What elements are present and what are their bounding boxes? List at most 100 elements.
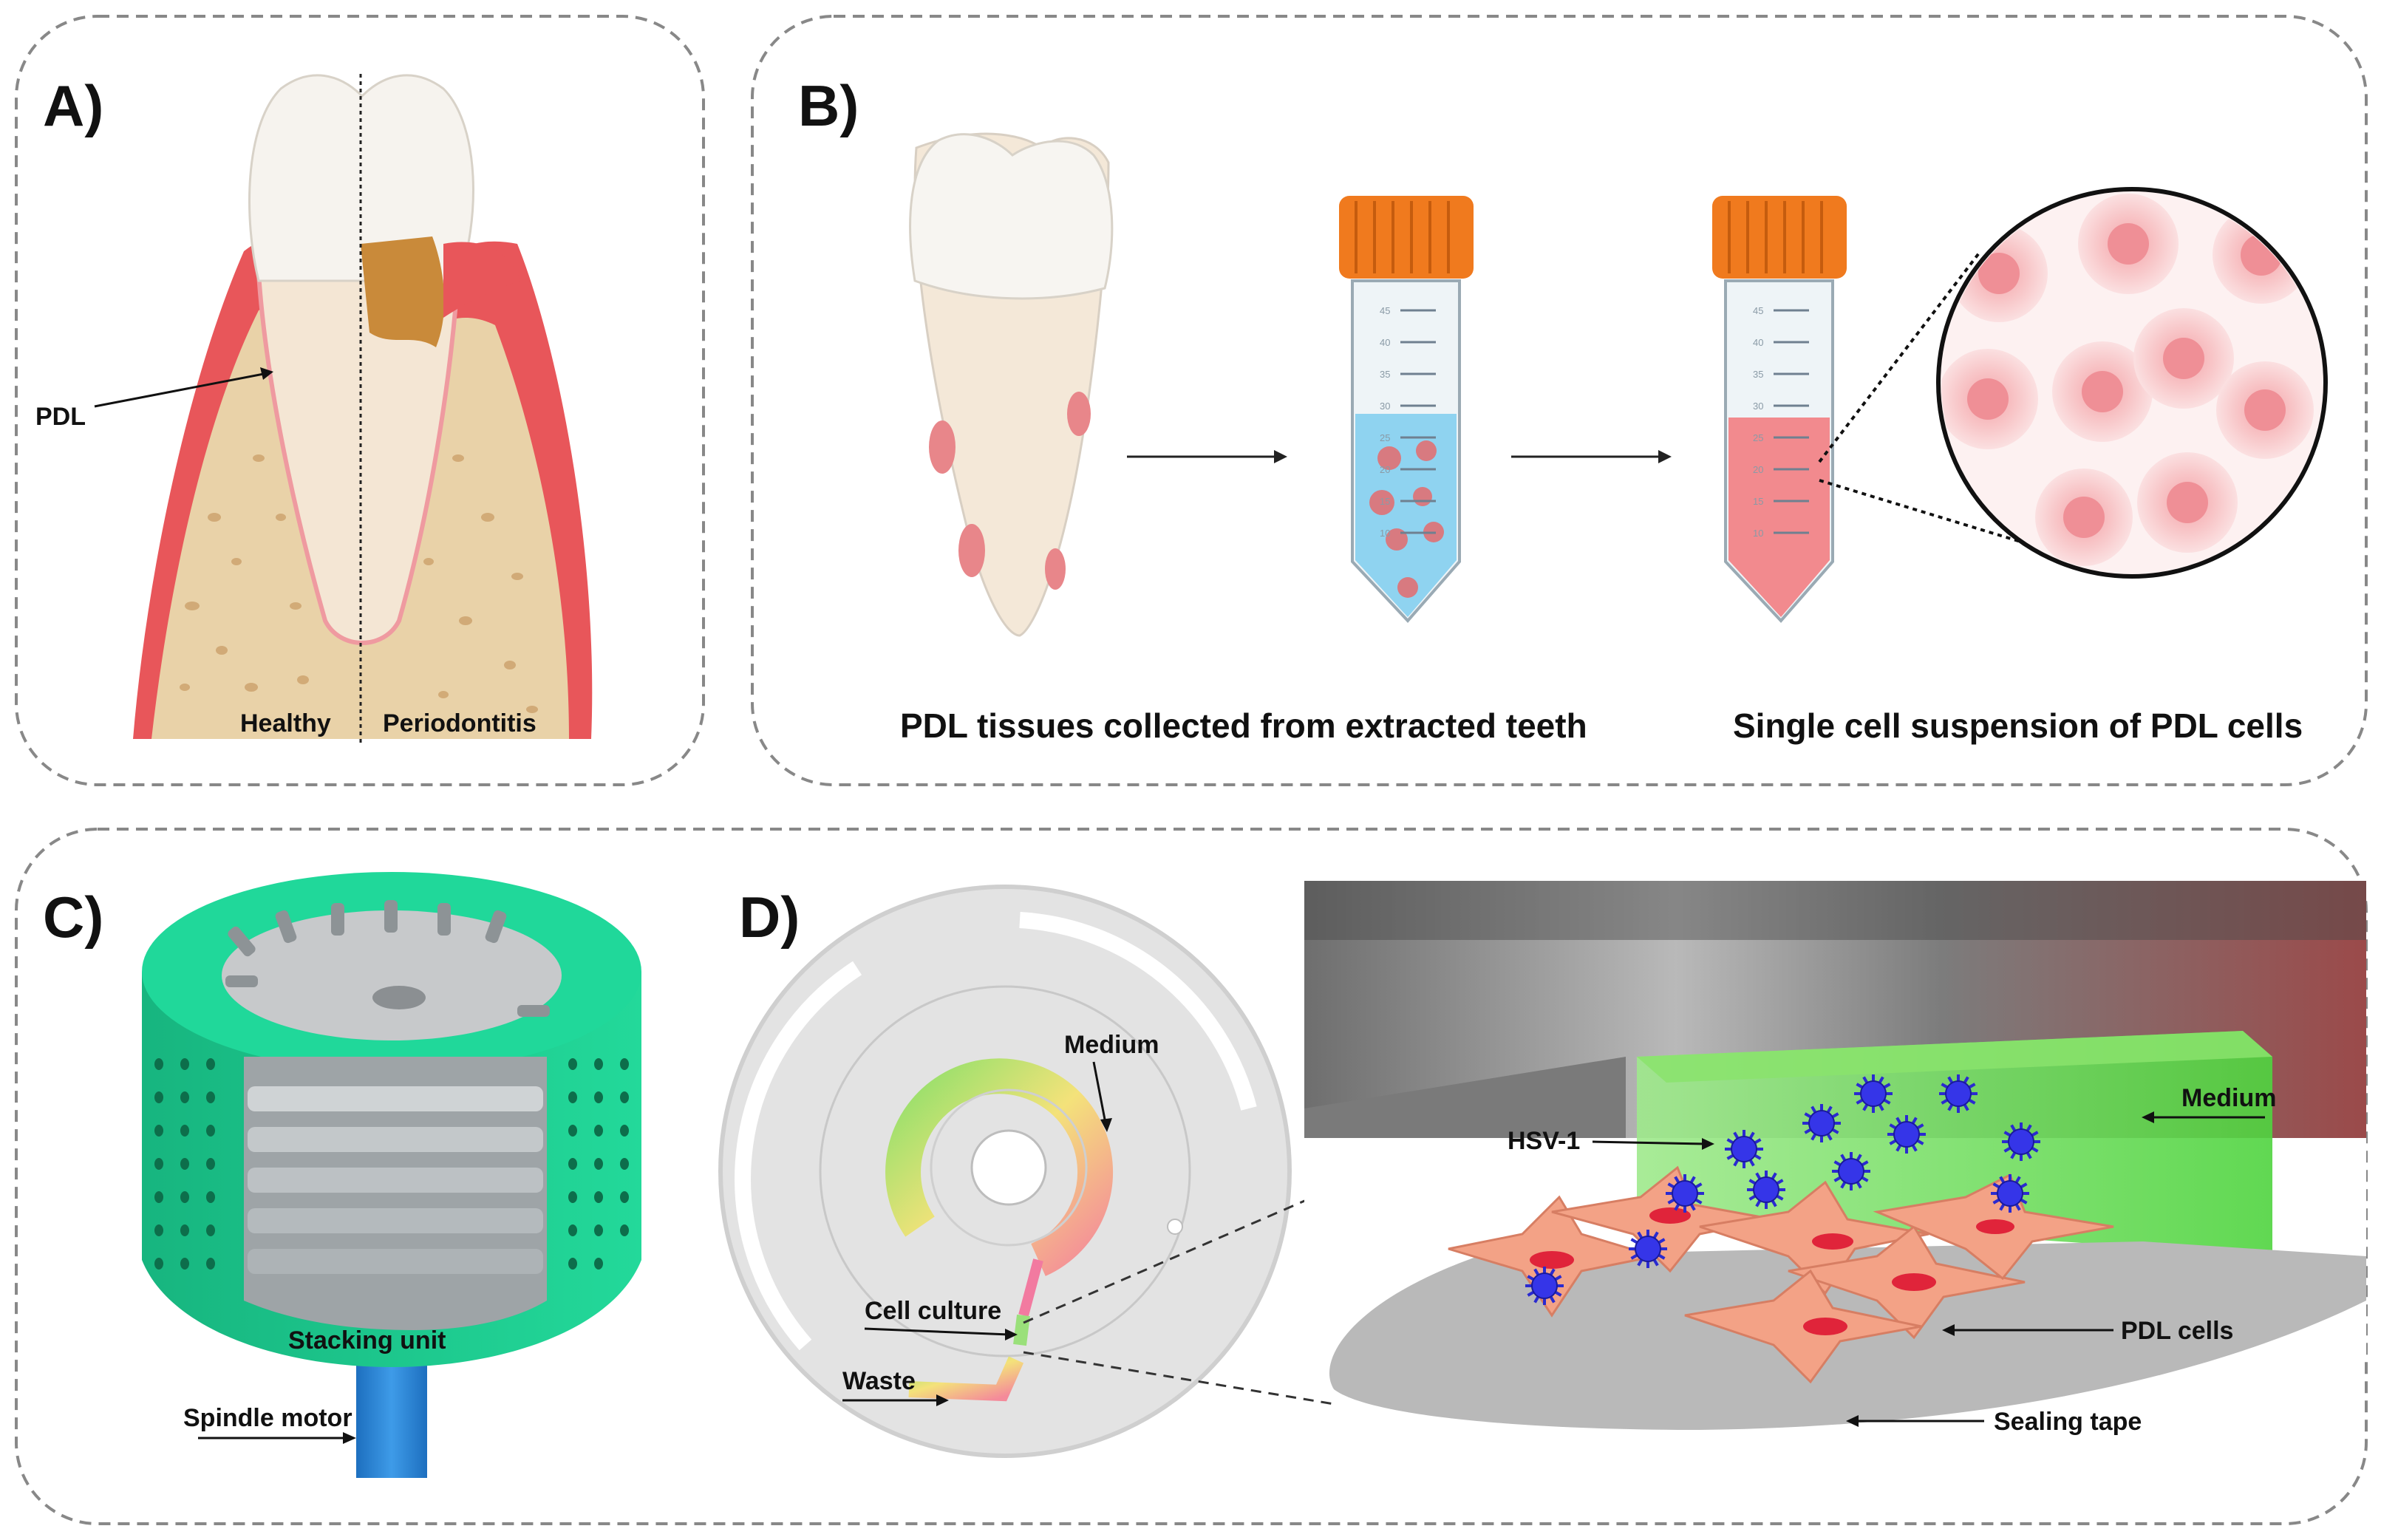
hsv-1-virion (2002, 1122, 2040, 1161)
perforation-hole (568, 1258, 577, 1270)
stacked-discs (248, 1086, 543, 1274)
pdl-cells-arrowhead (1942, 1324, 1955, 1336)
inflamed-gum (443, 242, 521, 318)
tube-tick-label: 10 (1380, 528, 1390, 539)
hsv-1-arrowhead (1702, 1138, 1714, 1150)
perforation-hole (620, 1058, 629, 1070)
tube-tick-label: 30 (1753, 401, 1763, 412)
medium-layer-top (1637, 1031, 2272, 1083)
pdl-arrowhead (260, 367, 273, 380)
perforation-hole (568, 1191, 577, 1203)
periodontitis-label: Periodontitis (383, 709, 537, 737)
tooth-decay (361, 236, 445, 347)
sealing-tape-label: Sealing tape (1994, 1408, 2142, 1436)
tube-2-cap-ridges (1728, 201, 1823, 273)
tube-tick-label: 20 (1753, 464, 1763, 475)
hsv-1-virion (1854, 1074, 1893, 1113)
hsv-1-virion (1525, 1267, 1564, 1305)
tube-tick-label: 15 (1380, 496, 1390, 507)
hsv-1-label: HSV-1 (1508, 1127, 1580, 1155)
pdl-label: PDL (35, 403, 86, 431)
panel-c-letter: C) (43, 885, 103, 950)
hsv-1-virion (1747, 1171, 1785, 1209)
tube-tick-label: 45 (1380, 305, 1390, 316)
tube-tick-label: 35 (1753, 369, 1763, 380)
stacking-unit-label: Stacking unit (288, 1326, 446, 1355)
medium-disc-arrowhead (1100, 1118, 1112, 1132)
spindle-motor-label: Spindle motor (183, 1404, 352, 1432)
medium-chamber (885, 1058, 1114, 1276)
perforation-hole (180, 1125, 189, 1137)
medium-zoom-arrowhead (2142, 1111, 2154, 1123)
perforation-hole (620, 1191, 629, 1203)
cell-culture-arrow (864, 1327, 1009, 1336)
perforation-hole (568, 1158, 577, 1170)
tube-2-cap (1712, 196, 1847, 279)
perforation-hole (206, 1191, 215, 1203)
waste-chamber (908, 1356, 1024, 1402)
cell-suspension-zoom (1936, 187, 2328, 579)
stacker-perforations (154, 1058, 629, 1270)
panel-c: C) Stacking (43, 872, 641, 1478)
perforation-hole (594, 1091, 603, 1103)
stacker-slots (225, 900, 550, 1017)
perforation-hole (180, 1158, 189, 1170)
sealing-tape-arrowhead (1846, 1415, 1859, 1427)
hsv-1-virions (1525, 1074, 2040, 1305)
perforation-hole (206, 1091, 215, 1103)
render-bg-shade (1304, 881, 2366, 940)
pdl-cells-label: PDL cells (2121, 1317, 2233, 1345)
tube-tick-label: 35 (1380, 369, 1390, 380)
extracted-tooth-crown (909, 133, 1114, 300)
tube-tick-label: 45 (1753, 305, 1763, 316)
perforation-hole (568, 1091, 577, 1103)
bone-texture (180, 454, 538, 713)
perforation-hole (620, 1125, 629, 1137)
perforation-hole (206, 1224, 215, 1236)
perforation-hole (620, 1091, 629, 1103)
tube-tick-label: 40 (1380, 337, 1390, 348)
perforation-hole (180, 1224, 189, 1236)
medium-disc-arrow (1092, 1061, 1107, 1124)
stacker-top-disc (222, 910, 562, 1040)
perforation-hole (154, 1258, 163, 1270)
hsv-1-virion (1725, 1130, 1763, 1168)
hsv-1-virion (1832, 1152, 1870, 1190)
disc-dial (819, 985, 1191, 1357)
tube-2-liquid (1728, 418, 1830, 617)
perforation-hole (206, 1258, 215, 1270)
tube-tick-label: 15 (1753, 496, 1763, 507)
perforation-hole (568, 1125, 577, 1137)
panel-a: A) PDL Healthy Periodontiti (35, 73, 593, 746)
hsv-1-arrow (1592, 1140, 1706, 1145)
tooth-root (256, 271, 461, 645)
tube-1-cap-ridges (1355, 201, 1450, 273)
perforation-hole (594, 1058, 603, 1070)
panel-d-letter: D) (739, 885, 800, 950)
tube-tick-label: 10 (1753, 528, 1763, 539)
perforation-hole (594, 1258, 603, 1270)
pdl-tissue-fragments (929, 392, 1091, 590)
hsv-1-virion (1939, 1074, 1978, 1113)
perforation-hole (180, 1191, 189, 1203)
caption-single-cell: Single cell suspension of PDL cells (1733, 706, 2303, 745)
tube-tick-label: 40 (1753, 337, 1763, 348)
tube-tick-label: 25 (1380, 432, 1390, 443)
healthy-label: Healthy (240, 709, 331, 737)
disc-inner-ring (930, 1088, 1088, 1247)
perforation-hole (206, 1125, 215, 1137)
caption-pdl-tissues: PDL tissues collected from extracted tee… (900, 706, 1587, 745)
hsv-1-virion (1887, 1115, 1926, 1154)
perforation-hole (594, 1125, 603, 1137)
hsv-1-virion (1991, 1174, 2029, 1213)
disc-outer-slot-2 (1019, 912, 1257, 1111)
perforation-hole (180, 1258, 189, 1270)
disc-center-hole (970, 1129, 1047, 1206)
perforation-hole (206, 1058, 215, 1070)
pdl-arrow (94, 372, 268, 408)
